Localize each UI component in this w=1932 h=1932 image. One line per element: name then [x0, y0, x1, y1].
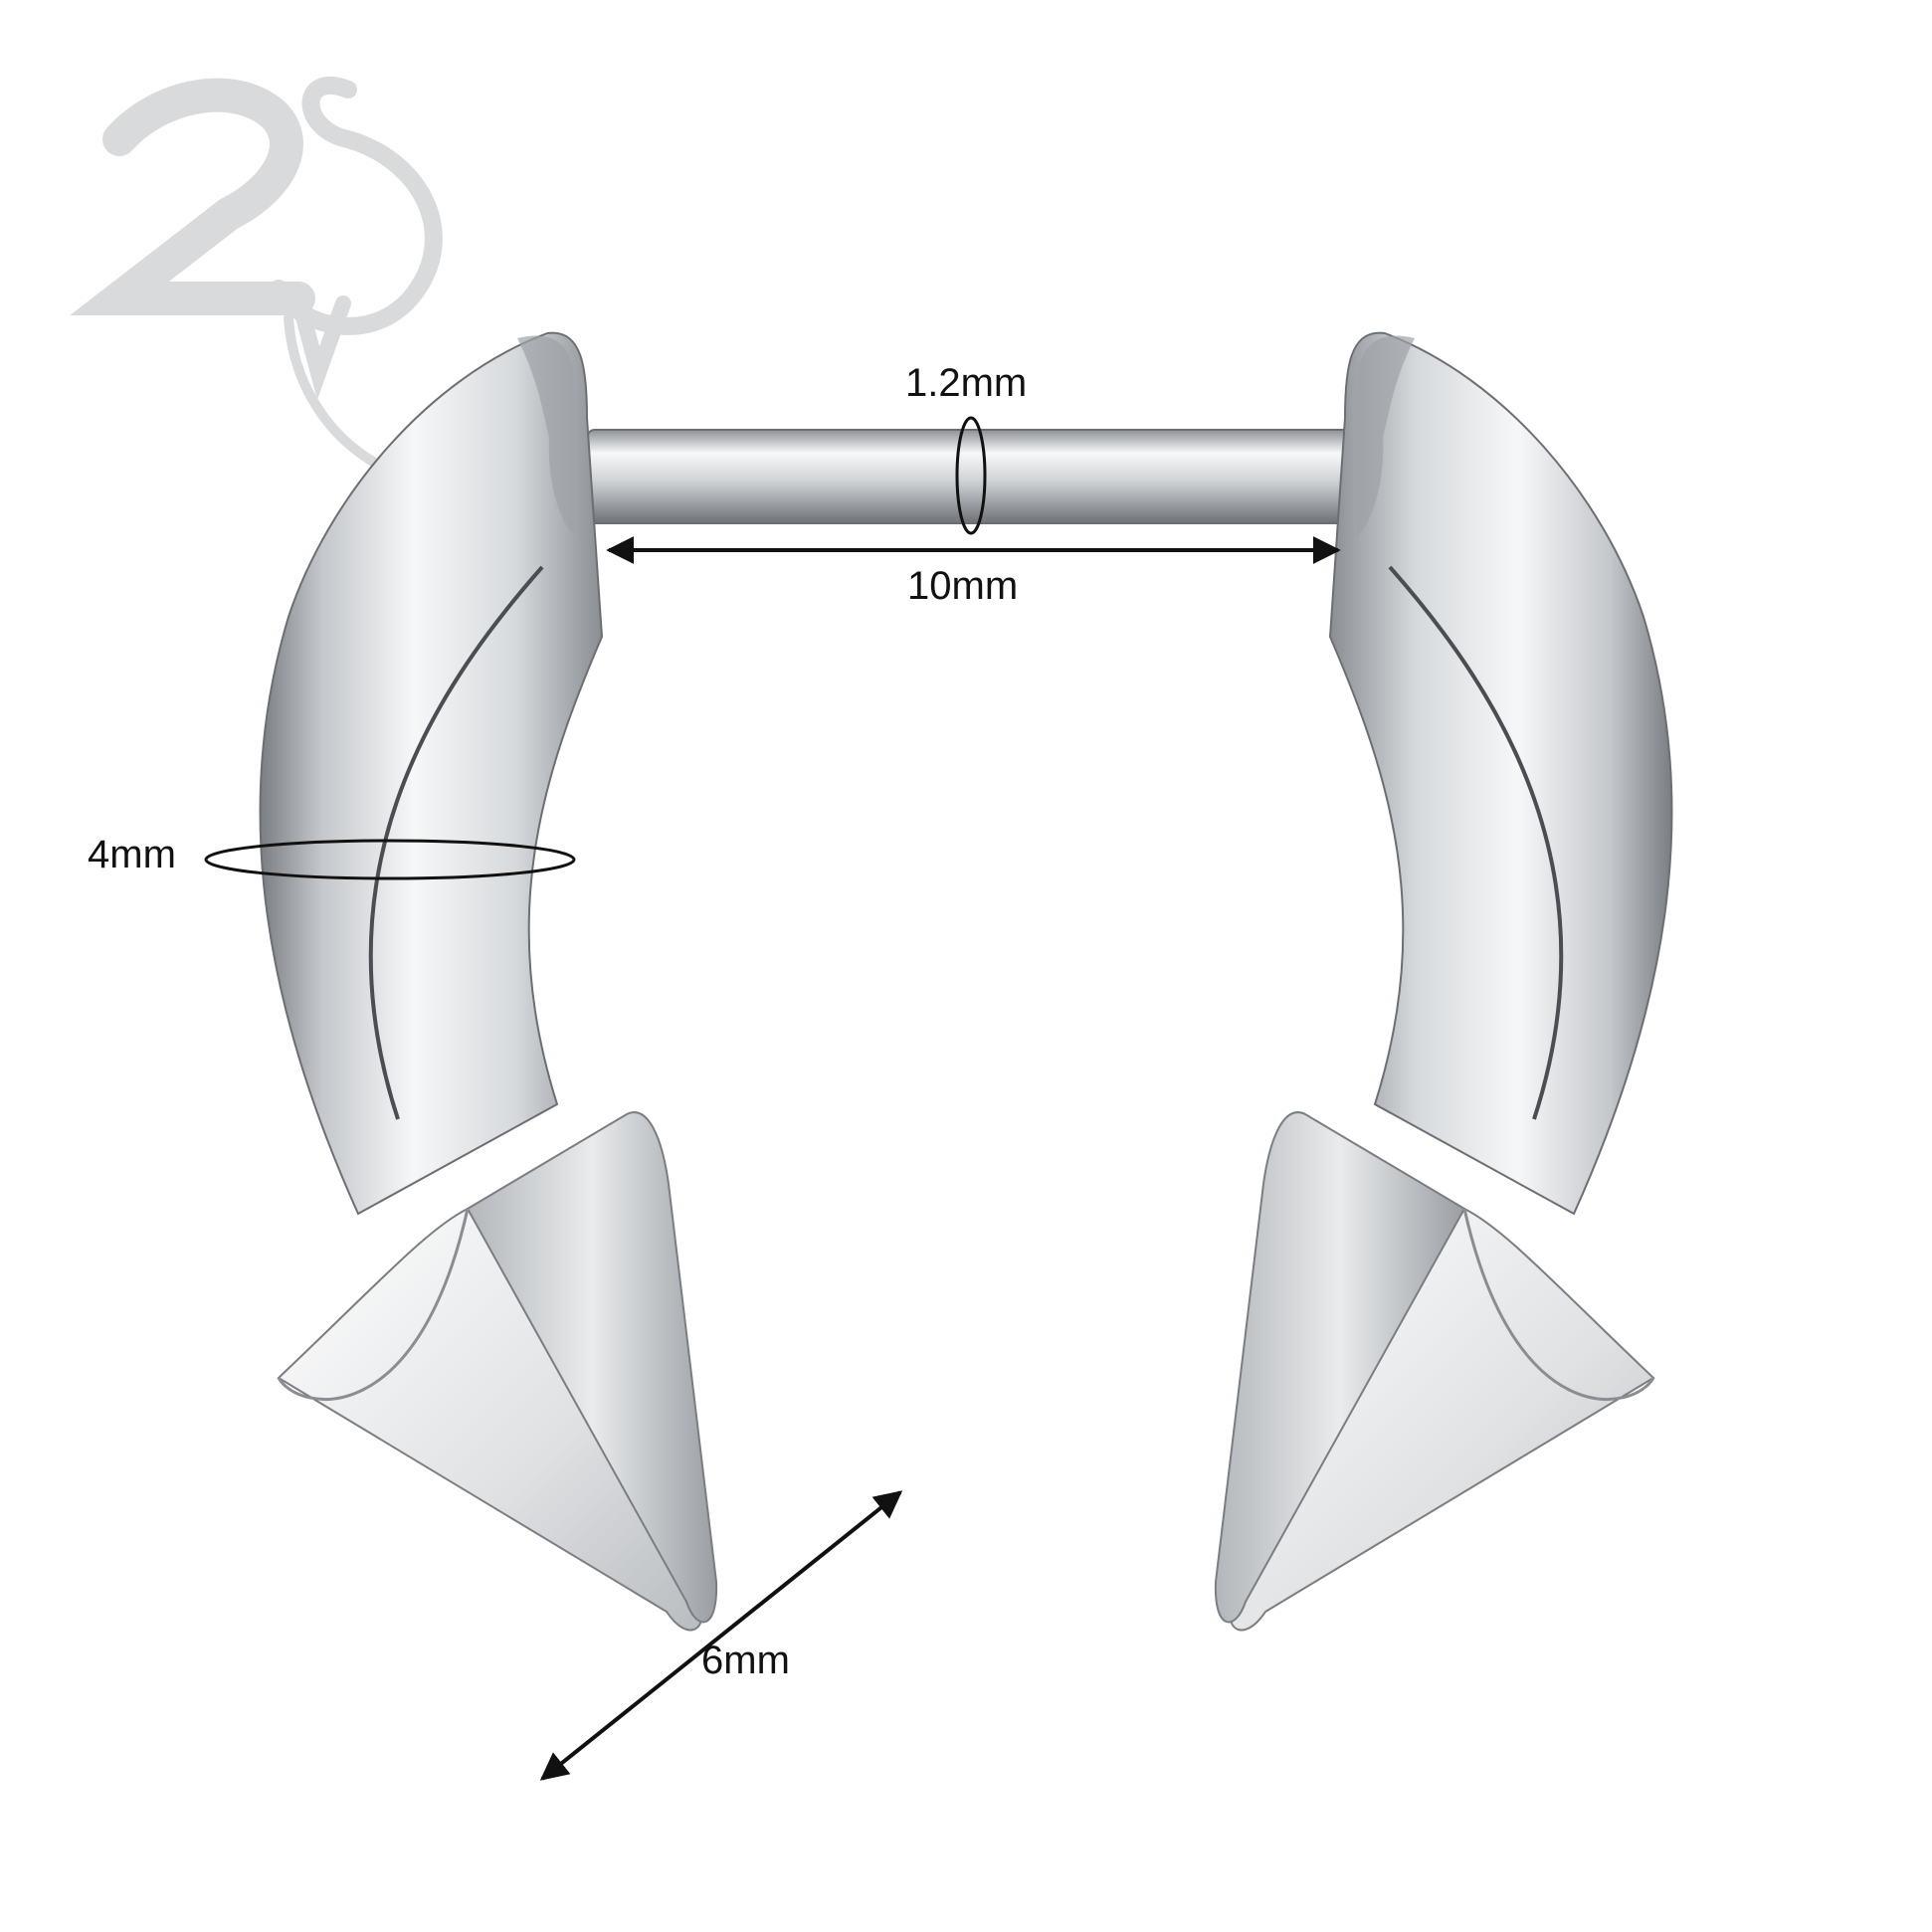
right-spike [1214, 1111, 1655, 1632]
gauge-label: 4mm [88, 833, 176, 876]
right-spike-light-face [1229, 1207, 1655, 1632]
right-spike-base-edge [1462, 1208, 1655, 1401]
dimension-spike-length: 6mm [539, 1490, 903, 1781]
spike-length-arrow [539, 1490, 903, 1781]
dimension-inner-length: 10mm [606, 536, 1341, 608]
right-horn [1328, 331, 1673, 1216]
left-horn-body [259, 331, 604, 1216]
right-spike-dark-face [1214, 1111, 1466, 1624]
spike-length-label: 6mm [701, 1639, 790, 1682]
gauge-ring [204, 839, 576, 880]
bar-diameter-ring [955, 416, 987, 535]
dimension-gauge: 4mm [88, 833, 576, 880]
inner-length-label: 10mm [907, 564, 1018, 608]
left-spike-base-edge [277, 1208, 470, 1401]
right-horn-body [1328, 331, 1673, 1216]
left-spike [277, 1111, 718, 1632]
bar-body [586, 429, 1364, 524]
dimension-bar-diameter: 1.2mm [905, 361, 1027, 535]
left-horn-seam [368, 565, 544, 1120]
right-horn-seam [1388, 565, 1564, 1120]
left-horn [259, 331, 604, 1216]
straight-bar [586, 429, 1364, 524]
left-horn-top-cap [517, 335, 575, 537]
logo-arrow-icon [290, 290, 351, 400]
logo-z-shape [70, 78, 315, 315]
bar-diameter-label: 1.2mm [905, 361, 1027, 405]
right-horn-top-cap [1357, 335, 1415, 537]
